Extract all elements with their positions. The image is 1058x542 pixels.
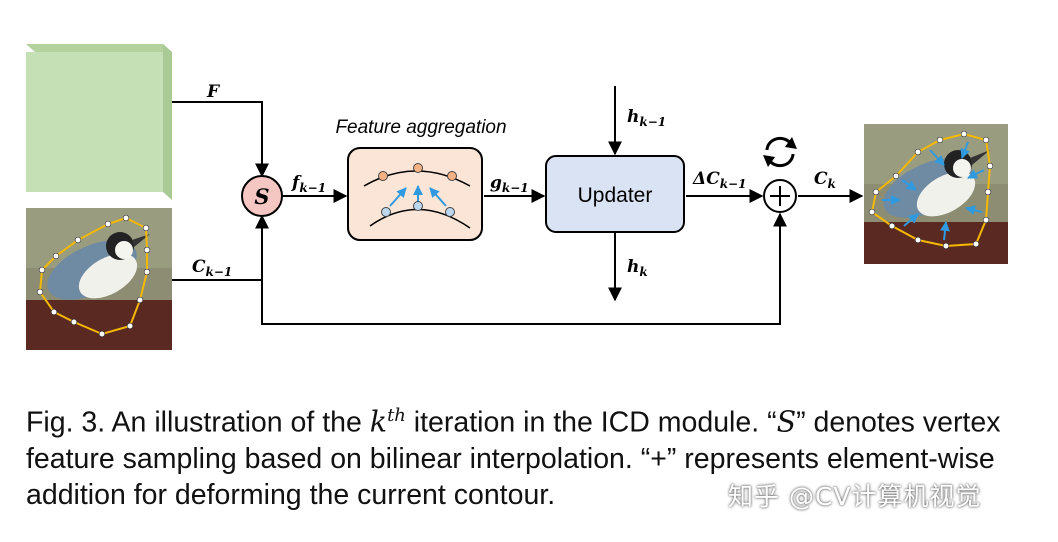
label-C-k: Ck [814,169,836,191]
arrow-f-to-sampler [172,101,269,178]
figure-caption: Fig. 3. An illustration of the kth itera… [26,405,1001,511]
sampler-node: S [241,175,283,217]
label-f-km1: fk−1 [291,173,326,195]
sampler-label: S [254,184,269,209]
updater-label: Updater [578,184,653,207]
loop-icon [763,136,797,168]
label-C-km1: Ck−1 [192,257,232,279]
output-bird-image [864,124,1008,264]
watermark: 知乎 @CV计算机视觉 [728,482,982,511]
input-bird-image [26,208,172,350]
label-g-km1: gk−1 [490,173,529,195]
connectors [172,86,864,325]
arrow-skip-connection [261,212,787,325]
feature-map-block [26,44,172,200]
label-h-k: hk [627,257,648,279]
label-delta-C: ΔCk−1 [692,169,746,191]
label-h-km1: hk−1 [627,107,666,129]
feature-aggregation-label: Feature aggregation [335,117,506,138]
updater-block: Updater [545,155,685,233]
feature-aggregation-block: Feature aggregation [335,117,507,241]
label-F: F [206,82,221,102]
addition-node [763,179,797,213]
